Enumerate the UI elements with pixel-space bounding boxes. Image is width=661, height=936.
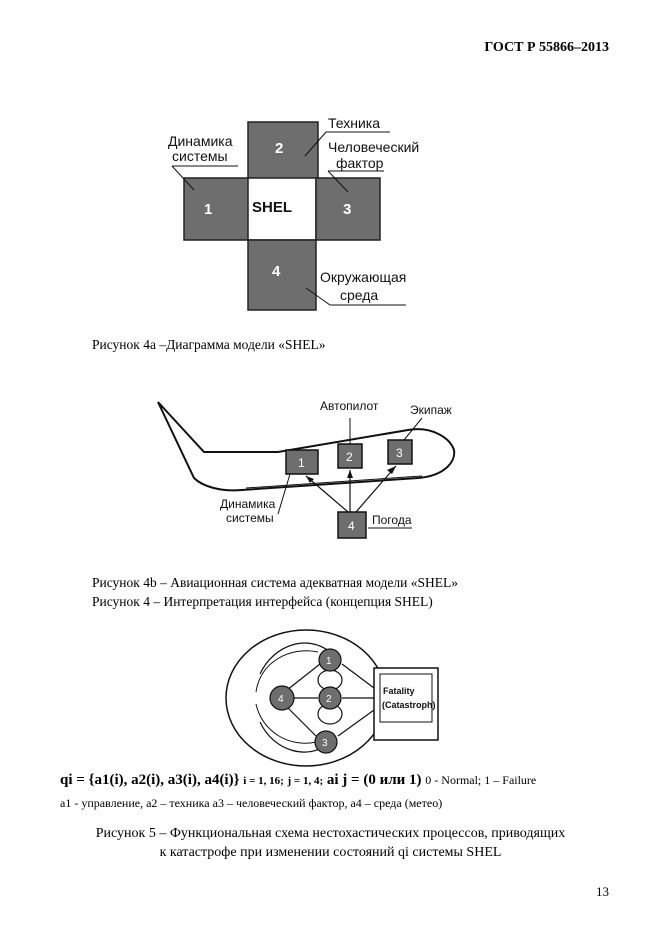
document-standard-header: ГОСТ Р 55866–2013: [484, 40, 609, 55]
environment-label-line2: среда: [340, 287, 378, 303]
dynamics-4b-label-line2: системы: [226, 511, 274, 525]
aircraft-block-3: [387, 439, 413, 465]
dynamics-4b-label-line1: Динамика: [220, 497, 276, 511]
aircraft-block-4: [337, 511, 367, 539]
technique-label: Техника: [328, 115, 380, 131]
legend-line: a1 - управление, a2 – техника a3 – челов…: [60, 796, 442, 811]
human-factor-label-line2: фактор: [336, 155, 384, 171]
node-1: [318, 648, 342, 672]
process-diagram: 1 2 3 4 Fatality (Catastroph): [225, 629, 439, 767]
figure-4b-caption: Рисунок 4b – Авиационная система адекват…: [92, 575, 458, 590]
aircraft-block-4-label: 4: [348, 519, 355, 533]
dynamics-label-line2: системы: [172, 148, 228, 164]
block-1: [183, 177, 251, 241]
dynamics-label-line1: Динамика: [168, 133, 233, 149]
block-3: [315, 177, 381, 241]
formula-range-j: j = 1, 4;: [287, 775, 324, 787]
legend-a1: a1 - управление,: [60, 796, 144, 810]
formula-aij: ai j = (0 или 1): [326, 772, 422, 788]
shel-diagram: 1 2 3 4 SHEL Динамика системы Техника Че…: [168, 115, 419, 311]
node-2-label: 2: [326, 694, 332, 705]
legend-a2: a2 – техника: [146, 796, 210, 810]
node-4-label: 4: [278, 694, 284, 705]
shel-center-label: SHEL: [252, 199, 292, 216]
block-4-label: 4: [272, 263, 281, 280]
figure-5-caption-line2: к катастрофе при изменении состояний qi …: [159, 845, 502, 860]
formula-line: qi = {a1(i), a2(i), a3(i), a4(i)} i = 1,…: [60, 772, 536, 789]
weather-label: Погода: [372, 513, 412, 527]
aircraft-block-2-label: 2: [346, 450, 353, 464]
environment-label-line1: Окружающая: [320, 269, 406, 285]
legend-a4: a4 – среда (метео): [350, 796, 443, 810]
figure-5-caption-line1: Рисунок 5 – Функциональная схема нестоха…: [95, 826, 566, 841]
aircraft-block-2: [337, 443, 363, 469]
formula-range-i: i = 1, 16;: [243, 775, 284, 787]
formula-main: qi = {a1(i), a2(i), a3(i), a4(i)}: [60, 772, 240, 788]
block-4: [247, 239, 317, 311]
fatality-label-line1: Fatality: [383, 686, 415, 696]
shel-center: [247, 177, 317, 241]
page-number: 13: [596, 884, 609, 899]
block-1-label: 1: [204, 201, 212, 218]
aircraft-block-3-label: 3: [396, 446, 403, 460]
node-1-label: 1: [326, 656, 332, 667]
autopilot-label: Автопилот: [320, 399, 379, 413]
figure-4a-caption: Рисунок 4а –Диаграмма модели «SHEL»: [92, 337, 326, 352]
aircraft-diagram: 1 2 3 4 Автопилот Экипаж Динамика систем…: [157, 399, 456, 539]
node-2: [318, 686, 342, 710]
block-3-label: 3: [343, 201, 351, 218]
figure-4-caption: Рисунок 4 – Интерпретация интерфейса (ко…: [92, 594, 433, 609]
aircraft-block-1-label: 1: [298, 456, 305, 470]
node-3-label: 3: [322, 738, 328, 749]
aircraft-block-1: [285, 449, 319, 475]
formula-normal: 0 - Normal; 1 – Failure: [425, 773, 537, 787]
crew-label: Экипаж: [410, 403, 452, 417]
fatality-label-line2: (Catastroph): [382, 700, 436, 710]
human-factor-label-line1: Человеческий: [328, 139, 419, 155]
node-4: [269, 685, 295, 711]
legend-a3: a3 – человеческий фактор,: [212, 796, 348, 810]
aircraft-outline: [157, 401, 456, 492]
node-3: [314, 730, 338, 754]
block-2-label: 2: [275, 140, 283, 157]
